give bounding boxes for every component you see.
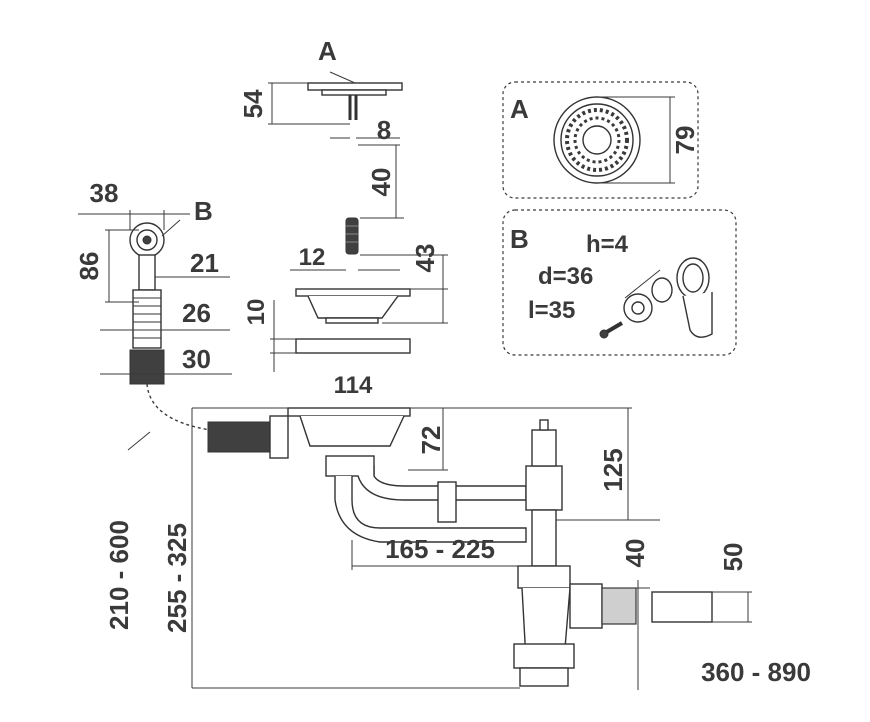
detail-b-box — [502, 209, 737, 356]
overflow-height-dim: 86 — [74, 252, 104, 281]
overflow-d2-dim: 26 — [182, 298, 211, 328]
basket — [295, 288, 411, 354]
stopper-dia-dim: 12 — [299, 244, 326, 271]
detail-b-parts — [599, 257, 713, 339]
overflow — [129, 222, 211, 431]
detail-a-label: A — [510, 94, 529, 124]
ring-thickness-dim: 10 — [243, 299, 270, 326]
screw-length-dim: l=35 — [528, 297, 575, 324]
detail-a-strainer — [553, 96, 641, 184]
detail-b-label: B — [510, 224, 529, 254]
overflow-d3-dim: 30 — [182, 344, 211, 374]
stopper-length-dim: 40 — [366, 168, 396, 197]
detail-a-dia-dim: 79 — [670, 126, 700, 155]
gasket-thickness-dim: h=4 — [586, 231, 629, 258]
strainer-a-dims — [268, 82, 400, 139]
stopper-total-dim: 43 — [410, 244, 440, 273]
overflow-width-dim: 38 — [90, 178, 119, 208]
trap-height-dim: 255 - 325 — [162, 523, 192, 633]
end-dia-dim: 50 — [718, 543, 748, 572]
callout-a: A — [318, 36, 337, 66]
trap-dims — [191, 407, 752, 690]
basket-depth-dim: 72 — [416, 426, 446, 455]
trap-outlet-dim: 40 — [620, 539, 650, 568]
callout-b: B — [194, 196, 213, 226]
detail-a-box — [502, 81, 699, 199]
trap-up-dim: 125 — [598, 448, 628, 491]
trap-offset-dim: 165 - 225 — [385, 534, 495, 564]
stopper-dims — [290, 144, 448, 323]
stopper — [345, 217, 359, 255]
strainer-a — [307, 71, 403, 120]
gasket-dia-dim: d=36 — [538, 263, 593, 290]
basket-top-dim: 114 — [334, 372, 373, 399]
overflow-hose-dim: 210 - 600 — [104, 520, 134, 630]
detail-a-dim — [597, 96, 675, 184]
strainer-height-dim: 54 — [238, 89, 268, 118]
overflow-d1-dim: 21 — [190, 248, 219, 278]
trap-length-dim: 360 - 890 — [701, 657, 811, 687]
overflow-dims — [78, 210, 232, 451]
strainer-stem-dim: 8 — [377, 115, 391, 145]
basket-dims — [270, 288, 448, 372]
